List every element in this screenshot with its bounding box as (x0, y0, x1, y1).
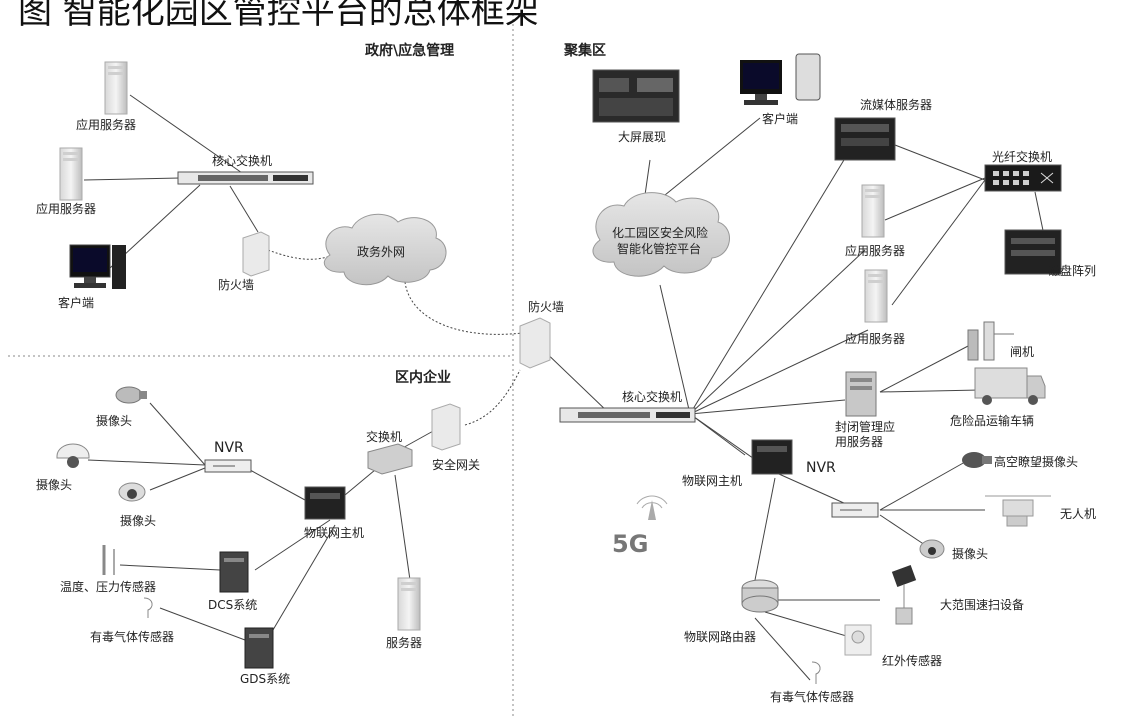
streaming-server-icon (834, 117, 896, 161)
center-firewall-label: 防火墙 (528, 300, 565, 314)
enterprise-camera-1-icon (115, 386, 147, 404)
gov-app-server-2-label: 应用服务器 (36, 202, 97, 216)
sweep-device-icon (891, 565, 917, 625)
gov-client-icon (69, 244, 126, 289)
gate-server-label-line2: 用服务器 (835, 435, 884, 449)
fiveg-label: 5G (612, 530, 648, 558)
enterprise-camera-1-label: 摄像头 (96, 414, 133, 428)
enterprise-camera-2-label: 摄像头 (36, 478, 73, 492)
fiber-switch-icon (984, 164, 1062, 192)
temp-pressure-sensor-label: 温度、压力传感器 (60, 580, 157, 594)
gov-firewall-icon (242, 231, 270, 277)
gate-label: 闸机 (1010, 345, 1035, 359)
enterprise-switch-label: 交换机 (366, 430, 403, 444)
platform-label-line1: 化工园区安全风险 (612, 226, 709, 240)
temp-pressure-sensor-icon (102, 545, 115, 575)
region-title-gov: 政府\应急管理 (365, 43, 455, 59)
cluster-camera-icon (919, 539, 945, 559)
gate-server-label-line1: 封闭管理应 (835, 420, 896, 434)
cluster-nvr-label: NVR (806, 460, 836, 476)
enterprise-iot-host-icon (304, 486, 346, 520)
enterprise-gas-sensor-label: 有毒气体传感器 (90, 630, 175, 644)
dcs-system-label: DCS系统 (208, 598, 258, 612)
drone-label: 无人机 (1060, 507, 1097, 521)
streaming-server-label: 流媒体服务器 (860, 98, 933, 112)
enterprise-camera-3-label: 摄像头 (120, 514, 157, 528)
connection-lines (83, 94, 1046, 681)
cluster-app-server-2-icon (864, 269, 888, 323)
enterprise-iot-host-label: 物联网主机 (304, 526, 365, 540)
gov-app-server-1-label: 应用服务器 (76, 118, 137, 132)
router-label: 物联网路由器 (684, 630, 757, 644)
high-camera-icon (962, 452, 992, 468)
dcs-system-icon (219, 551, 249, 593)
hazmat-truck-label: 危险品运输车辆 (950, 414, 1035, 428)
big-screen-label: 大屏展现 (618, 130, 667, 144)
cluster-app-server-1-icon (861, 184, 885, 238)
gov-cloud (323, 213, 447, 286)
gov-client-label: 客户端 (58, 296, 95, 310)
cluster-gas-sensor-icon (811, 661, 821, 684)
drone-icon (985, 495, 1051, 527)
sweep-device-label: 大范围速扫设备 (940, 598, 1025, 612)
center-core-switch-label: 核心交换机 (622, 390, 683, 404)
fiveg-icon: 5G (612, 495, 668, 558)
gds-system-label: GDS系统 (240, 672, 291, 686)
enterprise-camera-3-icon (118, 482, 146, 502)
security-gateway-icon (431, 403, 461, 451)
region-dividers (8, 14, 514, 718)
cluster-client-label: 客户端 (762, 112, 799, 126)
cluster-app-server-2-label: 应用服务器 (845, 332, 906, 346)
hazmat-truck-icon (974, 367, 1046, 405)
infrared-sensor-label: 红外传感器 (882, 654, 943, 668)
infrared-sensor-icon (844, 624, 872, 656)
enterprise-server-label: 服务器 (386, 636, 423, 650)
cluster-app-server-1-label: 应用服务器 (845, 244, 906, 258)
gds-system-icon (244, 627, 274, 669)
gov-cloud-label: 政务外网 (357, 245, 406, 259)
gov-app-server-1-icon (104, 61, 128, 115)
cluster-nvr-icon (831, 502, 879, 518)
gov-app-server-2-icon (59, 147, 83, 201)
cluster-iot-host-icon (751, 439, 793, 475)
big-screen-icon (592, 69, 680, 123)
disk-array-icon (1004, 229, 1062, 275)
disk-array-label: 磁盘阵列 (1048, 264, 1097, 278)
gov-core-switch-label: 核心交换机 (212, 154, 273, 168)
center-core-switch-icon (559, 407, 696, 423)
high-camera-label: 高空瞭望摄像头 (994, 455, 1079, 469)
cluster-client-icon (740, 53, 821, 105)
enterprise-nvr-label: NVR (214, 440, 244, 456)
gate-server-icon (845, 371, 877, 417)
enterprise-camera-2-icon (56, 443, 90, 468)
cluster-gas-sensor-label: 有毒气体传感器 (770, 690, 855, 704)
center-firewall-icon (519, 317, 551, 369)
cluster-iot-host-label: 物联网主机 (682, 474, 743, 488)
platform-label-line2: 智能化管控平台 (617, 242, 702, 256)
gov-firewall-label: 防火墙 (218, 278, 255, 292)
enterprise-nvr-icon (204, 459, 252, 473)
platform-cloud (592, 192, 730, 277)
security-gateway-label: 安全网关 (432, 458, 481, 472)
cluster-camera-label: 摄像头 (952, 547, 989, 561)
gate-icon (967, 321, 1014, 361)
enterprise-switch-icon (367, 443, 413, 475)
enterprise-server-icon (397, 577, 421, 631)
router-icon (741, 579, 779, 613)
region-title-cluster: 聚集区 (564, 43, 606, 59)
fiber-switch-label: 光纤交换机 (992, 150, 1053, 164)
figure-headline: 图 智能化园区管控平台的总体框架 (18, 0, 539, 32)
gov-core-switch-icon (177, 171, 314, 185)
region-title-enterprise: 区内企业 (395, 370, 451, 386)
enterprise-gas-sensor-icon (143, 597, 153, 618)
